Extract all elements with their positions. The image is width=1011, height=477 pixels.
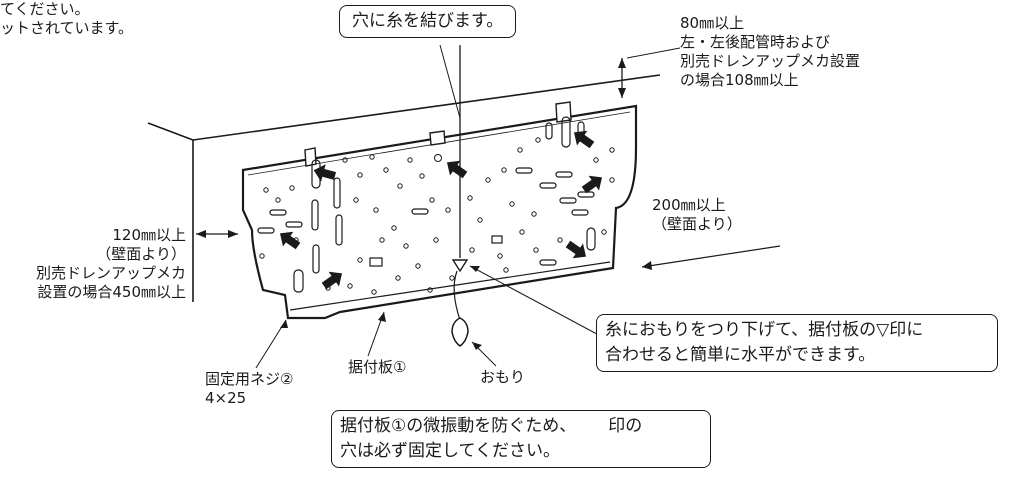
hook-tab-right xyxy=(555,101,572,123)
dim-top-line1: 80㎜以上 xyxy=(680,14,745,32)
dim-left-label: 120㎜以上 （壁面より） 別売ドレンアップメカ 設置の場合450㎜以上 xyxy=(16,226,186,302)
arrow-icon xyxy=(618,58,626,68)
arrow-icon xyxy=(446,160,468,179)
right-clearance-line xyxy=(641,245,781,268)
dim-left-line3: 別売ドレンアップメカ xyxy=(35,264,186,282)
arrow-icon xyxy=(321,271,343,290)
top-left-text: てください。 ットされています。 xyxy=(0,0,133,38)
callout-weight-line1: 糸におもりをつり下げて、据付板の▽印に xyxy=(605,320,924,340)
note-bottom-line1: 据付板①の微振動を防ぐため、 印の xyxy=(340,414,702,439)
fixing-arrows xyxy=(279,130,603,290)
arrow-icon xyxy=(280,320,288,328)
callout-string-leader xyxy=(439,44,461,119)
arrow-icon xyxy=(565,240,587,259)
weight-icon xyxy=(451,317,469,347)
arrow-icon xyxy=(573,130,595,149)
dim-left-line4: 設置の場合450㎜以上 xyxy=(37,283,186,301)
label-screw: 固定用ネジ② 4×25 xyxy=(205,370,293,408)
top-clearance-leader xyxy=(626,47,681,59)
arrow-icon xyxy=(313,164,337,182)
dim-right-line1: 200㎜以上 xyxy=(652,196,726,214)
arrow-icon xyxy=(228,230,238,238)
dim-top-line4: の場合108㎜以上 xyxy=(680,71,799,89)
plate-holes xyxy=(259,137,615,295)
note-bottom-line1-b: 印の xyxy=(608,416,643,436)
dim-top-line3: 別売ドレンアップメカ設置 xyxy=(680,52,861,70)
hook-tab-center xyxy=(429,130,446,146)
note-bottom-line2: 穴は必ず固定してください。 xyxy=(340,441,560,461)
callout-string-box: 穴に糸を結びます。 xyxy=(339,5,517,38)
dim-right-line2: （壁面より） xyxy=(652,215,742,233)
top-left-line2: ットされています。 xyxy=(0,19,134,37)
dim-right-label: 200㎜以上 （壁面より） xyxy=(652,196,742,234)
arrow-icon xyxy=(472,342,482,350)
callout-weight-line2: 合わせると簡単に水平ができます。 xyxy=(605,345,876,365)
label-screw-line2: 4×25 xyxy=(205,389,247,407)
wall-ceiling-edge xyxy=(192,74,661,141)
top-left-line1: てください。 xyxy=(0,0,90,18)
label-screw-line1: 固定用ネジ② xyxy=(205,370,294,388)
arrow-icon xyxy=(642,261,652,270)
triangle-mark-icon xyxy=(451,259,469,273)
note-bottom-line1-a: 据付板①の微振動を防ぐため、 xyxy=(340,416,577,436)
wall-top-left-edge xyxy=(147,122,194,141)
dim-left-line2: （壁面より） xyxy=(96,245,186,263)
callout-string-text: 穴に糸を結びます。 xyxy=(352,11,504,31)
plate-bottom-flange xyxy=(289,261,611,311)
callout-weight-box: 糸におもりをつり下げて、据付板の▽印に 合わせると簡単に水平ができます。 xyxy=(596,314,998,372)
triangle-mark-leader xyxy=(469,265,609,341)
hook-tab-left xyxy=(304,147,317,167)
label-plate: 据付板① xyxy=(348,358,407,376)
arrow-icon xyxy=(470,266,480,272)
arrow-icon xyxy=(279,231,301,250)
dim-left-line1: 120㎜以上 xyxy=(112,226,186,244)
dim-top-label: 80㎜以上 左・左後配管時および 別売ドレンアップメカ設置 の場合108㎜以上 xyxy=(680,14,860,90)
note-bottom-box: 据付板①の微振動を防ぐため、 印の 穴は必ず固定してください。 xyxy=(331,410,711,468)
arrow-icon xyxy=(378,312,386,322)
label-weight: おもり xyxy=(480,368,526,386)
mounting-plate xyxy=(241,104,638,320)
arrow-icon xyxy=(581,175,603,194)
dim-top-line2: 左・左後配管時および xyxy=(680,33,831,51)
arrow-icon xyxy=(196,230,206,238)
weight-cord xyxy=(453,270,461,321)
arrow-icon xyxy=(618,88,626,98)
